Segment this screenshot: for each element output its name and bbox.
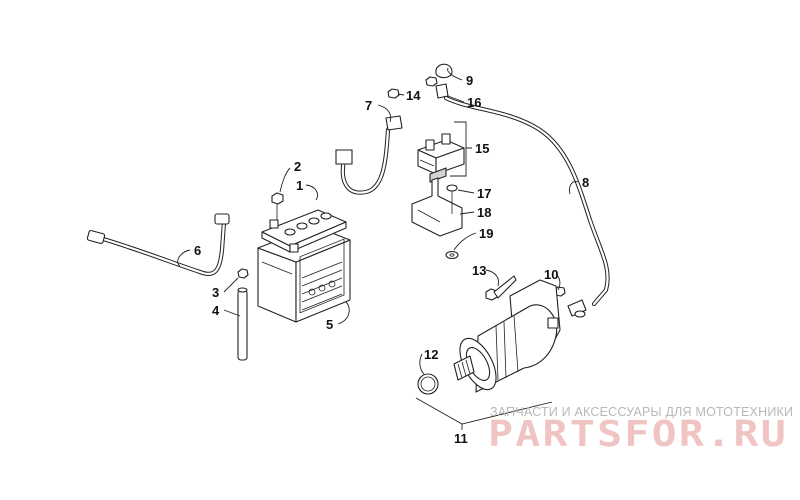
callout-1: 1: [296, 178, 303, 193]
watermark: ЗАПЧАСТИ И АКСЕССУАРЫ ДЛЯ МОТОТЕХНИКИ PA…: [488, 405, 793, 455]
nut-part-3: [237, 268, 249, 279]
callout-8: 8: [582, 175, 589, 190]
callout-17: 17: [477, 186, 491, 201]
cable-part-8: [443, 95, 610, 318]
o-ring-part-12: [417, 373, 439, 395]
callout-7: 7: [365, 98, 372, 113]
cable-part-7: [335, 115, 403, 195]
leader-lines: [177, 67, 579, 430]
bracket-part-18: [411, 177, 463, 237]
watermark-subtitle: ЗАПЧАСТИ И АКСЕССУАРЫ ДЛЯ МОТОТЕХНИКИ: [490, 405, 793, 419]
bolt-part-2: [271, 192, 284, 220]
callout-19: 19: [479, 226, 493, 241]
nut-part-14: [387, 88, 400, 99]
relay-part-15: [417, 133, 465, 183]
bolt-part-13: [485, 275, 517, 301]
boot-part-9: [425, 63, 453, 87]
vent-tube-part-4: [237, 287, 248, 361]
starter-motor-part-11: [453, 279, 561, 393]
washer-part-19: [445, 250, 459, 260]
callout-6: 6: [194, 243, 201, 258]
watermark-brand: PARTSFOR.RU: [488, 414, 788, 455]
callout-10: 10: [544, 267, 558, 282]
callout-labels: 1 2 3 4 5 6 7 8 9 10 11 12 13 14 15 16 1…: [194, 73, 589, 446]
screw-part-17: [446, 184, 458, 214]
battery-part-5: [257, 209, 351, 323]
battery-cable-part-6: [86, 213, 230, 277]
callout-13: 13: [472, 263, 486, 278]
callout-11: 11: [454, 431, 468, 446]
callout-16: 16: [467, 95, 481, 110]
callout-9: 9: [466, 73, 473, 88]
callout-18: 18: [477, 205, 491, 220]
callout-2: 2: [294, 159, 301, 174]
callout-15: 15: [475, 141, 489, 156]
terminal-part-16: [435, 83, 449, 99]
callout-12: 12: [424, 347, 438, 362]
callout-3: 3: [212, 285, 219, 300]
callout-14: 14: [406, 88, 421, 103]
callout-5: 5: [326, 317, 333, 332]
callout-4: 4: [212, 303, 220, 318]
